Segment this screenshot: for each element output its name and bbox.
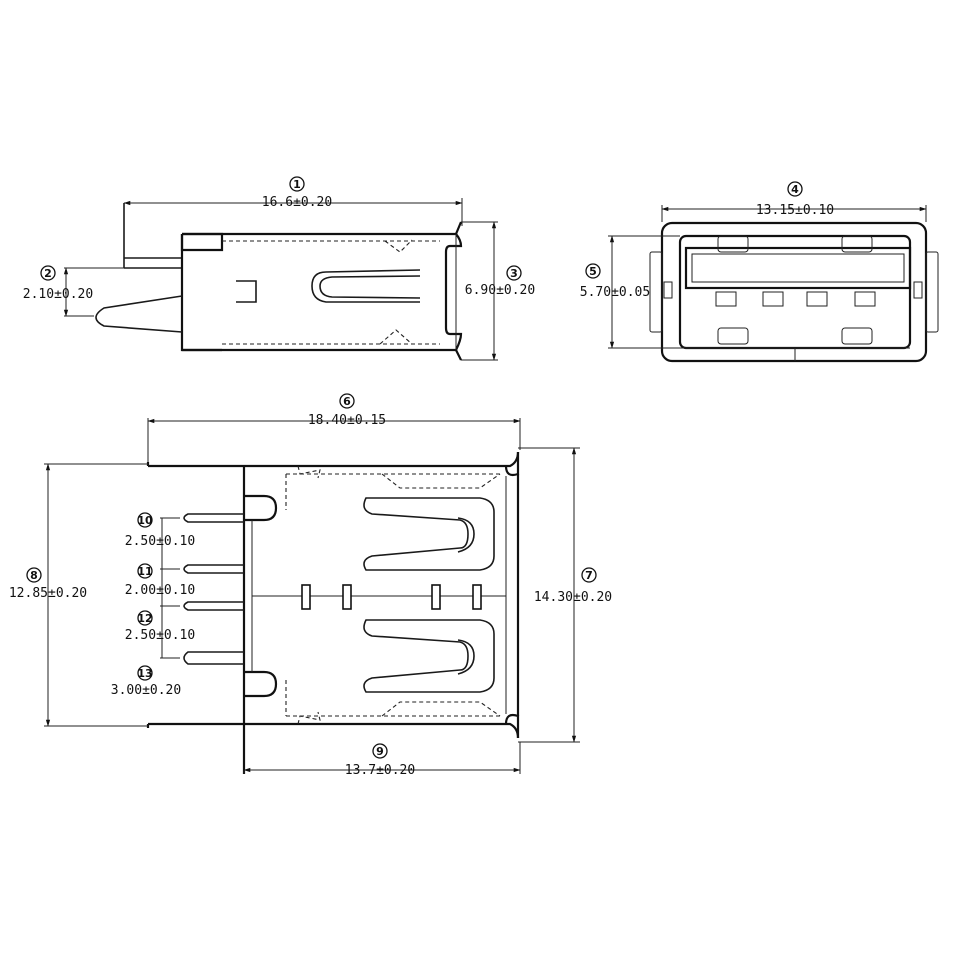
center-tab-4 <box>472 584 482 610</box>
front-view: 4 13.15±0.10 5 5.70±0.05 <box>580 181 939 363</box>
callout-4-marker <box>787 181 803 197</box>
flange-edges <box>454 221 463 361</box>
center-tab-3 <box>431 584 441 610</box>
side-nub-l <box>663 281 673 299</box>
callout-7-value: 14.30±0.20 <box>534 590 612 605</box>
callout-12-num: 12 <box>137 612 152 625</box>
pin-4 <box>183 651 244 665</box>
port-inner <box>691 253 905 283</box>
front-flange <box>660 221 928 363</box>
callout-10-marker <box>137 512 153 528</box>
callout-8-marker <box>26 567 42 583</box>
callout-9-num: 9 <box>376 745 384 758</box>
callout-5-marker <box>585 263 601 279</box>
contact-pad-3 <box>806 291 828 307</box>
solder-pin <box>95 295 183 333</box>
contact-pad-4 <box>854 291 876 307</box>
callout-6-value: 18.40±0.15 <box>308 413 386 428</box>
pin-2 <box>183 564 244 574</box>
right-ear <box>925 251 939 333</box>
hidden-latch-bot <box>379 329 413 345</box>
spring-lower-inner <box>457 639 475 675</box>
pin-3 <box>183 601 244 611</box>
mount-tab <box>124 257 183 269</box>
body-outline <box>182 232 463 352</box>
callout-4-num: 4 <box>791 183 799 196</box>
spring-contact <box>311 269 421 303</box>
callout-2-value: 2.10±0.20 <box>23 287 93 302</box>
hidden-latches <box>381 473 501 717</box>
front-hooks <box>504 452 520 738</box>
callout-3-num: 3 <box>510 267 518 280</box>
callout-8-value: 12.85±0.20 <box>9 586 87 601</box>
spring-contact-upper <box>363 497 495 571</box>
callout-7-num: 7 <box>585 569 593 582</box>
top-view: 6 18.40±0.15 7 14.30±0.20 8 12.85±0.20 9… <box>9 393 612 778</box>
latch-window-bl <box>717 327 749 345</box>
pin-1 <box>183 513 244 523</box>
hidden-latch-top <box>384 239 413 253</box>
latch-window-tl <box>717 235 749 253</box>
callout-8-num: 8 <box>30 569 38 582</box>
center-tab-2 <box>342 584 352 610</box>
body-left <box>180 234 222 352</box>
callout-13-num: 13 <box>137 667 152 680</box>
center-tab-1 <box>301 584 311 610</box>
callout-12-value: 2.50±0.10 <box>125 628 195 643</box>
callout-10-num: 10 <box>137 514 153 527</box>
slot <box>236 280 257 303</box>
callout-5-value: 5.70±0.05 <box>580 285 650 300</box>
callout-13-value: 3.00±0.20 <box>111 683 181 698</box>
callout-3-value: 6.90±0.20 <box>465 283 535 298</box>
callout-3-marker <box>506 265 522 281</box>
port-opening <box>684 246 912 290</box>
callout-2-num: 2 <box>44 267 52 280</box>
callout-11-num: 11 <box>137 565 152 578</box>
callout-12-marker <box>137 610 153 626</box>
callout-13-marker <box>137 665 153 681</box>
callout-1-num: 1 <box>293 178 301 191</box>
side-nub-r <box>913 281 923 299</box>
spring-upper-inner <box>457 517 475 553</box>
callout-7-marker <box>581 567 597 583</box>
side-view: 1 16.6±0.20 2 2.10±0.20 3 6.90±0.20 <box>23 176 535 361</box>
callout-1-marker <box>289 176 305 192</box>
rear-hook-top <box>244 494 278 522</box>
latch-window-br <box>841 327 873 345</box>
callout-4-value: 13.15±0.10 <box>756 203 834 218</box>
left-ear <box>649 251 663 333</box>
flange-rails <box>148 451 520 739</box>
callout-5-num: 5 <box>589 265 597 278</box>
callout-6-marker <box>339 393 355 409</box>
callout-2-marker <box>40 265 56 281</box>
callout-1-value: 16.6±0.20 <box>262 195 332 210</box>
callout-11-marker <box>137 563 153 579</box>
body-step <box>180 232 224 252</box>
rear-hook-bot <box>244 670 278 698</box>
spring-contact-lower <box>363 619 495 693</box>
contact-pad-1 <box>715 291 737 307</box>
callout-6-num: 6 <box>343 395 351 408</box>
callout-10-value: 2.50±0.10 <box>125 534 195 549</box>
hidden-lines <box>222 240 440 345</box>
latch-window-tr <box>841 235 873 253</box>
callout-11-value: 2.00±0.10 <box>125 583 195 598</box>
contact-pad-2 <box>762 291 784 307</box>
hidden-rails <box>286 473 500 717</box>
callout-9-value: 13.7±0.20 <box>345 763 415 778</box>
callout-9-marker <box>372 743 388 759</box>
